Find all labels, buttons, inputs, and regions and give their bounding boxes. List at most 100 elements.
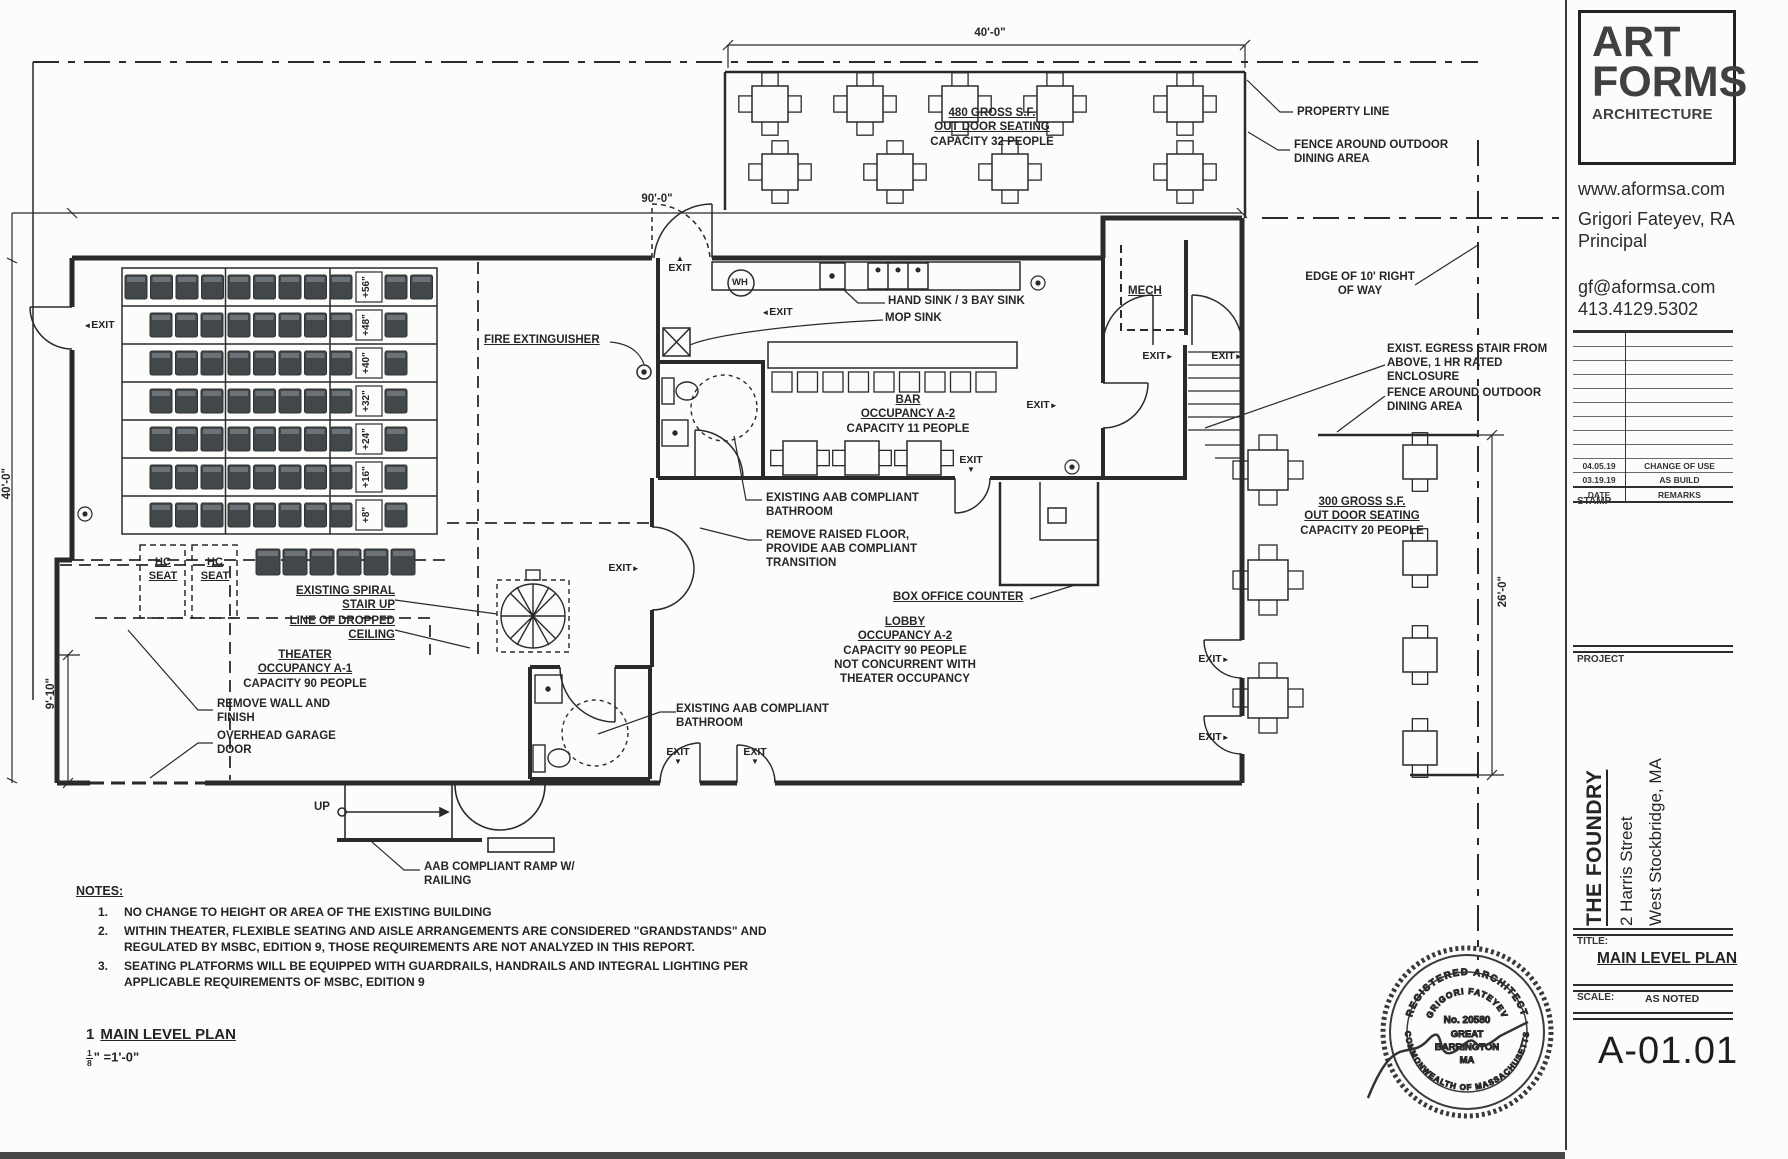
theater-seat-back [281, 353, 299, 358]
architect-stamp-seal: REGISTERED ARCHITECT GRIGORI FATEYEV COM… [1366, 945, 1554, 1119]
exit-arrow-down-icon: ▼ [967, 464, 975, 474]
stamp-city-line1: GREAT [1451, 1029, 1484, 1040]
label-spiral-stair: EXISTING SPIRAL STAIR UP [295, 585, 395, 612]
exit-arrow-left-icon: ◄ [83, 320, 92, 330]
bar-stool [924, 371, 946, 393]
theater-seat-back [255, 277, 274, 282]
theater-seat-back [177, 467, 196, 472]
stamp-label: STAMP [1577, 496, 1612, 507]
revision-date: 03.19.19 [1573, 472, 1626, 487]
label-hc-seat-2: HC SEAT [200, 556, 230, 582]
outdoor-top-sf: 480 GROSS S.F. [948, 107, 1036, 119]
theater-seat-back [387, 277, 405, 282]
theater-seat-back [312, 551, 332, 556]
theater-seat-back [387, 391, 405, 396]
theater-seat-back [387, 467, 405, 472]
theater-capacity: CAPACITY 90 PEOPLE [243, 677, 367, 690]
theater-seat-back [306, 467, 325, 472]
project-address-1: 2 Harris Street [1617, 816, 1636, 926]
bar-fixtures [636, 261, 1021, 380]
principal-name: Grigori Fateyev, RA [1578, 209, 1735, 229]
theater-seat-back [366, 551, 386, 556]
exit-arrow-right-icon: ► [1049, 400, 1058, 410]
revision-empty-row [1573, 346, 1733, 361]
bar-capacity: CAPACITY 11 PEOPLE [846, 422, 970, 435]
theater-seat-back [255, 429, 274, 434]
bar-stool [898, 371, 921, 393]
label-edge-of-row: EDGE OF 10' RIGHT OF WAY [1305, 271, 1415, 298]
platform-height-box [355, 309, 383, 341]
floor-plan-drawing: +56"+48"+40"+32"+24"+16"+8" REGISTERED A… [6, 39, 1563, 1119]
theater-seat-back [281, 467, 299, 472]
exit-label: EXIT [769, 305, 793, 318]
exit-marker: ◄EXIT [83, 320, 114, 331]
outdoor-tables-layer [738, 72, 1438, 778]
theater-seat-back [177, 505, 196, 510]
exit-marker: EXIT► [1198, 732, 1229, 743]
label-bathroom-b: EXISTING AAB COMPLIANT BATHROOM [676, 703, 829, 730]
theater-seat-back [387, 353, 405, 358]
exit-arrow-down-icon: ▼ [751, 756, 759, 766]
note-text: WITHIN THEATER, FLEXIBLE SEATING AND AIS… [124, 923, 767, 954]
dim-building-height: 40'-0" [1, 468, 13, 500]
theater-seat-back [339, 551, 359, 556]
dining-table [991, 153, 1029, 191]
outdoor-right-capacity: CAPACITY 20 PEOPLE [1300, 524, 1424, 537]
theater-seat-back [412, 277, 431, 282]
platform-height-label: +8" [361, 507, 372, 523]
titleblock-separator [1565, 0, 1567, 1150]
theater-seat-back [177, 429, 196, 434]
theater-occupancy: OCCUPANCY A-1 [257, 663, 353, 676]
theater-seat-back [230, 391, 248, 396]
revision-row: 04.05.19 CHANGE OF USE [1573, 458, 1733, 473]
theater-seat-back [281, 429, 299, 434]
platform-height-label: +32" [361, 390, 372, 412]
note-number: 3. [98, 958, 109, 973]
egress-stair-treads [1188, 351, 1240, 459]
bar-stools-layer [771, 371, 997, 393]
exit-label: EXIT [1198, 652, 1222, 665]
revision-empty-row [1573, 374, 1733, 389]
theater-seat-back [230, 315, 248, 320]
theater-seat-back [203, 391, 221, 396]
firm-email: gf@aformsa.com [1578, 277, 1716, 297]
note-item-3: 3. SEATING PLATFORMS WILL BE EQUIPPED WI… [76, 959, 846, 991]
theater-seat-back [393, 551, 413, 556]
exit-marker: EXIT► [1211, 351, 1242, 362]
revision-empty-row [1573, 331, 1733, 347]
project-divider [1573, 645, 1733, 653]
dim-outdoor-right: 26'-0" [1497, 576, 1509, 608]
exit-marker: EXIT► [1026, 400, 1057, 411]
label-mech: MECH [1128, 285, 1162, 297]
theater-seat-back [177, 391, 196, 396]
revision-remarks: CHANGE OF USE [1625, 458, 1733, 473]
dining-table [761, 153, 799, 191]
revision-empty-row [1573, 416, 1733, 431]
exit-arrow-right-icon: ► [1165, 351, 1174, 361]
project-address-2: West Stockbridge, MA [1646, 758, 1665, 926]
theater-seat-back [255, 353, 274, 358]
label-outdoor-right-area: 300 GROSS S.F. OUT DOOR SEATING CAPACITY… [1300, 495, 1424, 538]
exit-arrow-down-icon: ▼ [674, 756, 682, 766]
label-mop-sink: MOP SINK [885, 312, 942, 324]
dining-table [751, 85, 789, 123]
theater-seat-back [255, 391, 274, 396]
label-wh: WH [732, 277, 748, 288]
logo-line-3: ARCHITECTURE [1592, 106, 1713, 124]
revision-header-remarks: REMARKS [1625, 486, 1733, 502]
exit-label: EXIT [666, 745, 690, 758]
general-notes: NOTES: 1. NO CHANGE TO HEIGHT OR AREA OF… [76, 884, 846, 994]
property-line-dashed [33, 61, 1563, 960]
theater-seat-back [230, 429, 248, 434]
project-name: THE FOUNDRY [1583, 769, 1606, 926]
revision-empty-row [1573, 402, 1733, 417]
exit-label: EXIT [1198, 730, 1222, 743]
exit-marker: ◄EXIT [761, 307, 792, 318]
scale-denominator: 8 [87, 1057, 92, 1068]
theater-seat-back [203, 505, 221, 510]
theater-seat-back [306, 505, 325, 510]
theater-seat-back [387, 505, 405, 510]
theater-seat-back [230, 353, 248, 358]
label-fence-top: FENCE AROUND OUTDOOR DINING AREA [1294, 139, 1449, 166]
